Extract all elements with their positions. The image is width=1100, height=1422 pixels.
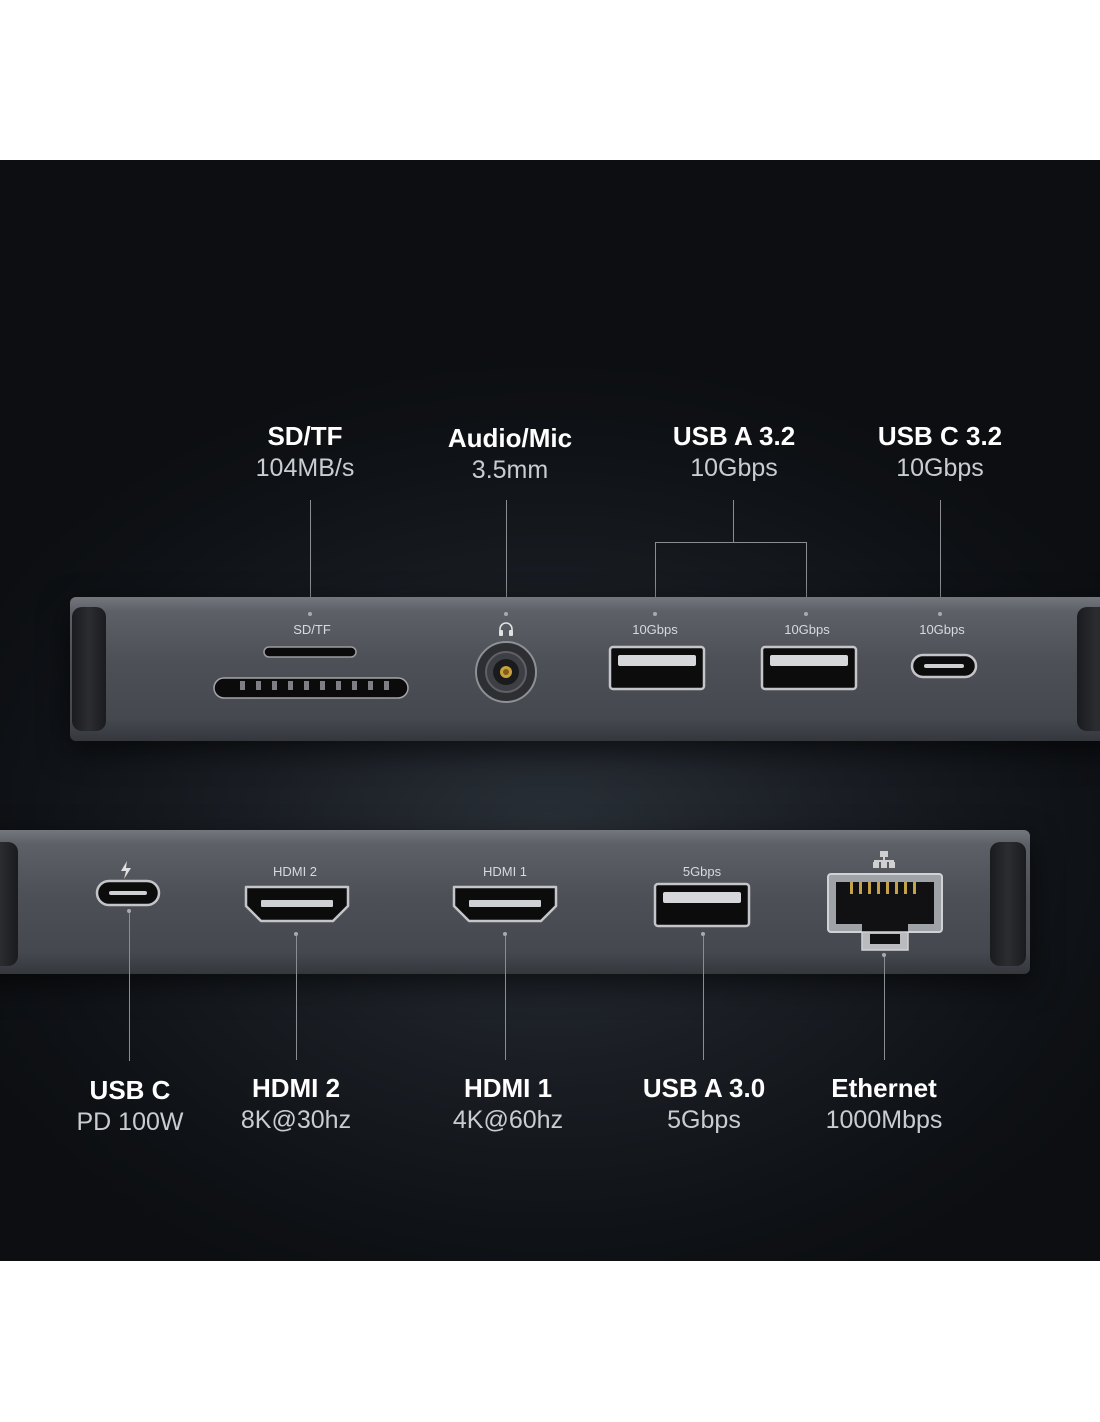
label-usbc32: USB C 3.2 10Gbps	[830, 420, 1050, 484]
dot	[653, 612, 657, 616]
printed-label: 10Gbps	[632, 622, 678, 637]
printed-label: HDMI 2	[272, 864, 318, 879]
leader-line	[129, 913, 130, 1061]
printed-label: 10Gbps	[919, 622, 965, 637]
label-ethernet: Ethernet 1000Mbps	[774, 1072, 994, 1136]
label-usbc: USB C PD 100W	[20, 1074, 240, 1138]
leader-line	[703, 936, 704, 1060]
dot	[308, 612, 312, 616]
ethernet-port	[827, 873, 943, 951]
dot	[504, 612, 508, 616]
printed-label: HDMI 1	[482, 864, 528, 879]
hdmi-port	[452, 885, 558, 923]
product-photo: SD/TF 104MB/s Audio/Mic 3.5mm USB A 3.2 …	[0, 160, 1100, 1261]
dot	[804, 612, 808, 616]
usb-a-port	[760, 645, 858, 691]
printed-label: 5Gbps	[682, 864, 722, 879]
label-spec: 8K@30hz	[240, 1106, 352, 1134]
label-title: Audio/Mic	[447, 423, 573, 453]
label-spec: 10Gbps	[896, 454, 984, 482]
label-spec: PD 100W	[76, 1108, 184, 1136]
dot	[127, 909, 131, 913]
usb-c-pd-port	[95, 879, 161, 907]
label-audio: Audio/Mic 3.5mm	[400, 422, 620, 486]
dock-cap	[1077, 607, 1100, 731]
label-usba32: USB A 3.2 10Gbps	[624, 420, 844, 484]
leader-line	[940, 500, 941, 612]
usb-c-port	[910, 653, 978, 679]
leader-line	[506, 500, 507, 612]
thunderbolt-icon	[121, 861, 131, 879]
leader-line	[655, 542, 807, 543]
label-spec: 4K@60hz	[452, 1106, 564, 1134]
sd-card-slot	[213, 677, 409, 699]
usb-a-port	[608, 645, 706, 691]
dot	[701, 932, 705, 936]
label-title: USB C 3.2	[877, 421, 1003, 451]
label-title: SD/TF	[267, 421, 343, 451]
usb-a-port	[653, 882, 751, 928]
label-usba30: USB A 3.0 5Gbps	[594, 1072, 814, 1136]
dock-cap	[0, 842, 18, 966]
dot	[882, 953, 886, 957]
label-title: USB A 3.0	[642, 1073, 766, 1103]
label-title: USB C	[89, 1075, 171, 1105]
label-spec: 1000Mbps	[825, 1106, 943, 1134]
label-title: HDMI 1	[463, 1073, 553, 1103]
dock-cap	[72, 607, 106, 731]
label-title: HDMI 2	[251, 1073, 341, 1103]
tf-card-slot	[263, 646, 357, 658]
ethernet-icon	[873, 851, 895, 868]
leader-line	[505, 936, 506, 1060]
label-spec: 3.5mm	[471, 456, 549, 484]
label-title: Ethernet	[831, 1073, 937, 1103]
label-sdtf: SD/TF 104MB/s	[195, 420, 415, 484]
leader-line	[310, 500, 311, 612]
hdmi-port	[244, 885, 350, 923]
leader-line	[806, 542, 807, 612]
leader-line	[733, 500, 734, 542]
leader-line	[884, 957, 885, 1060]
label-spec: 104MB/s	[255, 454, 355, 482]
label-hdmi1: HDMI 1 4K@60hz	[398, 1072, 618, 1136]
audio-jack	[475, 641, 537, 703]
headphone-icon	[499, 622, 513, 636]
dot	[294, 932, 298, 936]
label-hdmi2: HDMI 2 8K@30hz	[186, 1072, 406, 1136]
label-spec: 10Gbps	[690, 454, 778, 482]
printed-label: SD/TF	[293, 622, 331, 637]
dot	[938, 612, 942, 616]
leader-line	[655, 542, 656, 612]
printed-label: 10Gbps	[784, 622, 830, 637]
dock-cap	[990, 842, 1026, 966]
dot	[503, 932, 507, 936]
label-spec: 5Gbps	[667, 1106, 741, 1134]
label-title: USB A 3.2	[672, 421, 796, 451]
leader-line	[296, 936, 297, 1060]
